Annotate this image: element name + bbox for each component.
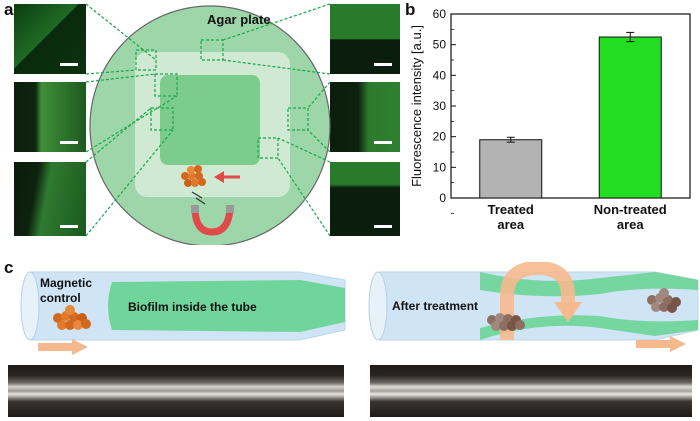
micrograph-bottom-left	[14, 162, 86, 236]
direction-arrow-icon	[214, 171, 240, 183]
y-tick-label: 20	[433, 130, 447, 144]
zoom-box-5	[287, 107, 309, 131]
scale-bar	[374, 63, 392, 66]
fluorescence-bar-chart: Fluorescence intensity [a.u.] 0 10 20 30 40 5…	[409, 7, 691, 232]
x-tick-label: area	[617, 217, 645, 232]
y-tick-label: 40	[433, 68, 447, 82]
right-tube	[368, 271, 699, 341]
biofilm-label: Biofilm inside the tube	[128, 300, 257, 314]
micrograph-top-left	[14, 4, 86, 74]
panel-b-letter: b	[405, 0, 416, 19]
magnetic-control-line1: Magnetic	[40, 276, 92, 290]
magnet-icon	[191, 191, 234, 236]
micrograph-bottom-right	[330, 162, 400, 236]
tube-photo-right	[370, 365, 692, 417]
scale-bar	[374, 141, 392, 144]
right-arrow-icon	[636, 336, 686, 352]
y-tick-label: 30	[433, 99, 447, 113]
panel-a-letter: a	[4, 0, 14, 19]
y-axis-label: Fluorescence intensity [a.u.]	[409, 25, 424, 187]
x-tick-label: area	[497, 217, 525, 232]
zoom-box-4	[150, 107, 174, 131]
zoom-box-2	[135, 49, 157, 71]
y-ticks: 0 10 20 30 40 50 60	[433, 7, 456, 214]
panel-c-letter: c	[4, 258, 14, 277]
scale-bar	[374, 225, 392, 228]
scale-bar	[60, 141, 78, 144]
magnetic-control-line2: control	[40, 291, 81, 305]
left-arrow-icon	[38, 339, 88, 355]
y-tick-label: 50	[433, 38, 447, 52]
y-tick-label: 10	[433, 160, 447, 174]
bar-2	[598, 36, 662, 199]
u-turn-arrow-icon	[500, 262, 582, 340]
left-robot-swarm	[53, 305, 91, 330]
micrograph-mid-right	[330, 82, 400, 152]
zoom-box-3	[154, 73, 178, 97]
zoom-box-6	[257, 137, 279, 159]
inner-region	[160, 75, 260, 165]
bar-1	[479, 139, 543, 199]
scale-bar	[60, 225, 78, 228]
left-tube	[20, 271, 346, 341]
bars	[479, 31, 662, 199]
y-tick-label: 60	[433, 7, 447, 21]
agar-plate-schematic: Agar plate	[85, 3, 331, 245]
right-robot-swarm-2	[647, 288, 681, 313]
micrograph-top-right	[330, 4, 400, 74]
tube-photo-left	[8, 365, 344, 417]
x-tick-label: Non-treated	[594, 202, 667, 217]
after-treatment-label: After treatment	[392, 299, 478, 313]
micrograph-mid-left	[14, 82, 86, 152]
scale-bar	[60, 63, 78, 66]
agar-plate-label: Agar plate	[207, 12, 271, 27]
y-tick-label: 0	[439, 191, 446, 205]
x-tick-label: Treated	[488, 202, 534, 217]
right-robot-swarm-1	[487, 313, 525, 331]
microrobot-swarm	[181, 165, 206, 187]
tube-schematics: Magnetic control Biofilm inside the tube	[20, 262, 699, 355]
zoom-box-1	[200, 39, 224, 61]
